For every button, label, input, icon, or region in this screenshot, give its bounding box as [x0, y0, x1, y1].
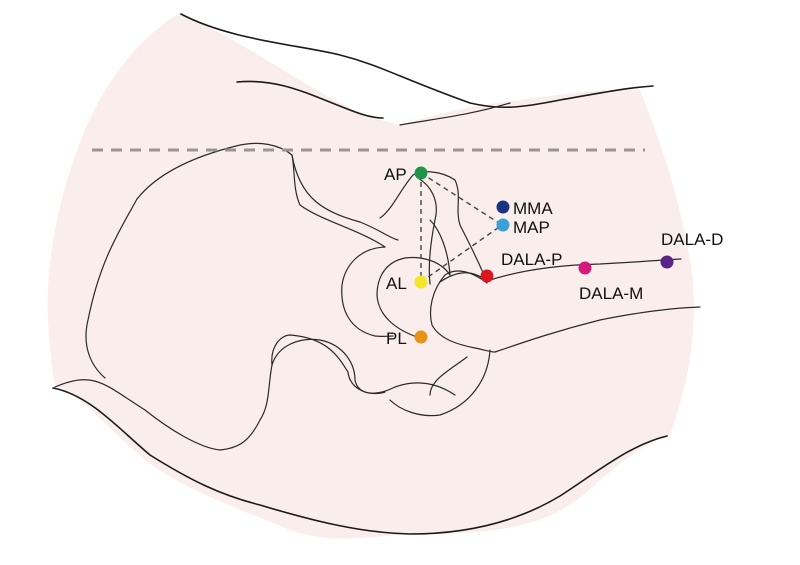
- dala-m-label: DALA-M: [579, 284, 643, 303]
- landmark-ap: AP: [384, 165, 428, 184]
- landmark-map: MAP: [496, 218, 550, 237]
- landmarks: AP MMA MAP AL DALA-P DALA-M DALA-D PL: [384, 165, 723, 348]
- landmark-pl: PL: [386, 329, 428, 348]
- pl-label: PL: [386, 329, 407, 348]
- measurement-lines: [420, 172, 503, 283]
- line-ap-map: [420, 172, 503, 226]
- dala-p-label: DALA-P: [501, 250, 562, 269]
- pl-point: [414, 330, 428, 344]
- dala-d-point: [660, 255, 674, 269]
- map-label: MAP: [513, 218, 550, 237]
- al-label: AL: [386, 274, 407, 293]
- line-al-map: [420, 224, 503, 283]
- dala-d-label: DALA-D: [661, 230, 723, 249]
- ap-label: AP: [384, 165, 407, 184]
- dala-m-point: [578, 261, 592, 275]
- landmark-al: AL: [386, 274, 428, 293]
- ap-point: [414, 166, 428, 180]
- mma-point: [496, 200, 510, 214]
- body-silhouette: [47, 13, 694, 539]
- al-point: [414, 275, 428, 289]
- landmark-dala-d: DALA-D: [660, 230, 723, 269]
- landmark-mma: MMA: [496, 199, 553, 218]
- map-point: [496, 218, 510, 232]
- landmark-dala-m: DALA-M: [578, 261, 643, 303]
- outline-contours: [52, 13, 701, 535]
- mma-label: MMA: [513, 199, 553, 218]
- landmark-dala-p: DALA-P: [480, 250, 562, 283]
- dala-p-point: [480, 269, 494, 283]
